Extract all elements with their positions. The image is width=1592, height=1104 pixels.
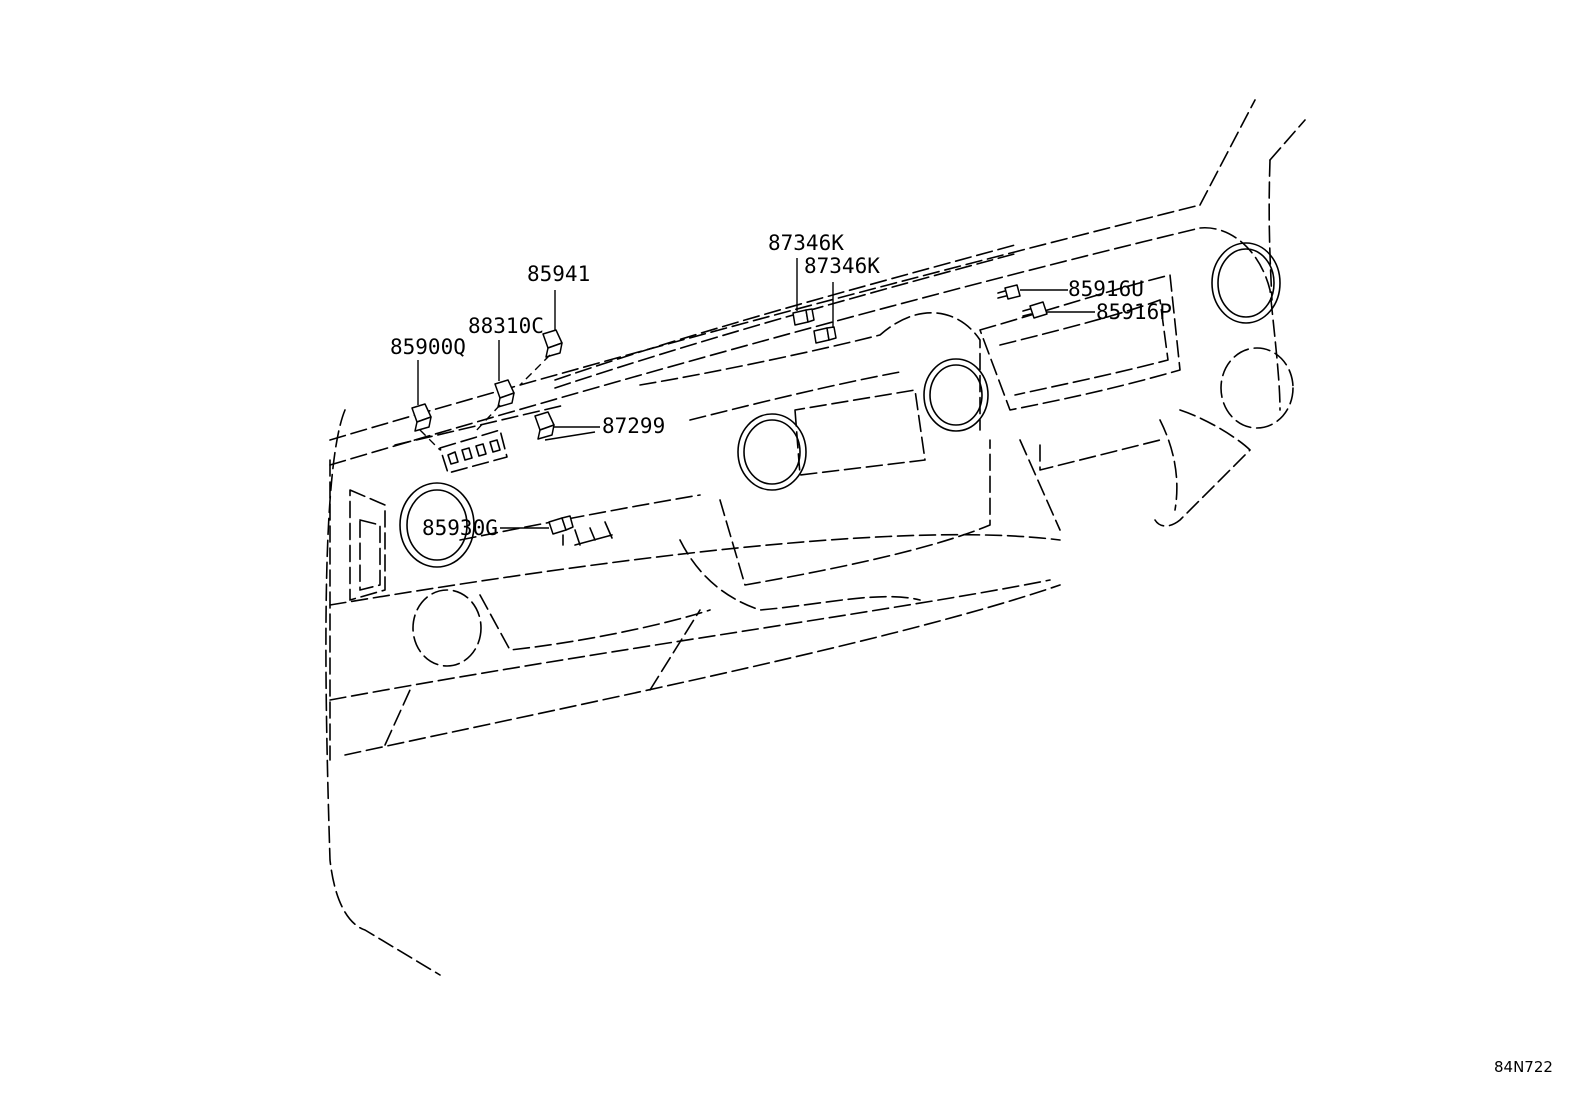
relay-block-area: [394, 404, 566, 474]
label-85916u: 85916U: [1068, 277, 1144, 301]
vent-outlines: [399, 242, 1294, 667]
label-85916p: 85916P: [1096, 300, 1172, 324]
label-85900q: 85900Q: [390, 335, 466, 359]
label-87299: 87299: [602, 414, 665, 438]
part-85916u[interactable]: [997, 284, 1068, 300]
part-88310c[interactable]: [474, 340, 515, 433]
label-87346k-lower: 87346K: [804, 254, 880, 278]
dashboard-outline: [325, 99, 1306, 976]
label-88310c: 88310C: [468, 314, 544, 338]
part-labels: 85941 88310C 85900Q 87299 85930G 87346K …: [390, 231, 1553, 1076]
label-87346k-upper: 87346K: [768, 231, 844, 255]
part-87346k-upper[interactable]: [792, 258, 815, 326]
part-85916p[interactable]: [1022, 301, 1095, 319]
part-87299[interactable]: [534, 411, 600, 441]
label-85930g: 85930G: [422, 516, 498, 540]
part-87346k-lower[interactable]: [813, 282, 837, 344]
part-85900q[interactable]: [411, 360, 441, 451]
part-85941[interactable]: [519, 290, 563, 386]
label-85941: 85941: [527, 262, 590, 286]
diagram-code: 84N722: [1494, 1058, 1553, 1076]
part-85930g[interactable]: [500, 515, 613, 546]
